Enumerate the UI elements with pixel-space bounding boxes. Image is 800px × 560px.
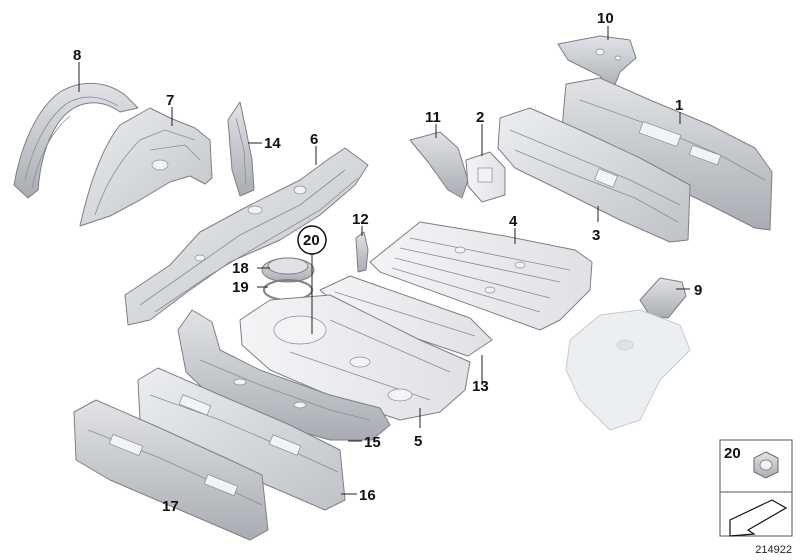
part-18-cap [261, 257, 315, 283]
callout-6: 6 [310, 131, 318, 148]
callout-7: 7 [166, 92, 174, 109]
part-16-cross-member [137, 367, 346, 511]
callout-10: 10 [597, 10, 614, 27]
callout-3: 3 [592, 227, 600, 244]
part-4-floor-panel [369, 221, 593, 331]
callout-14: 14 [264, 135, 281, 152]
part-9-bracket [639, 277, 687, 319]
part-11-corner-piece [409, 131, 469, 199]
callout-12: 12 [352, 211, 369, 228]
callout-13: 13 [472, 378, 489, 395]
hex-nut-icon [753, 451, 779, 479]
part-6-longitudinal-member [124, 147, 369, 326]
part-7-side-panel [79, 107, 213, 227]
callout-15: 15 [364, 434, 381, 451]
part-8-wheel-arch [13, 82, 139, 199]
callout-8: 8 [73, 47, 81, 64]
callout-16: 16 [359, 487, 376, 504]
callout-9: 9 [694, 282, 702, 299]
part-10-bracket [557, 35, 637, 93]
callout-20: 20 [303, 232, 320, 249]
legend-box: 20 [719, 439, 793, 537]
arrow-icon [729, 499, 788, 537]
callout-19: 19 [232, 279, 249, 296]
part-5-center-floor [239, 294, 471, 421]
leader-lines [78, 26, 690, 495]
part-2-plate [465, 151, 506, 203]
part-12-clip [355, 231, 369, 273]
diagram-id: 214922 [755, 544, 792, 556]
callout-1: 1 [675, 97, 683, 114]
callout-20-circle [297, 225, 327, 255]
part-17-lower-cross-member [73, 399, 269, 541]
callout-17: 17 [162, 498, 179, 515]
callout-11: 11 [425, 109, 441, 126]
callout-4: 4 [509, 213, 518, 230]
callout-18: 18 [232, 260, 249, 277]
part-3-rear-cross-member [497, 107, 691, 243]
callout-5: 5 [414, 433, 422, 450]
part-14-bracket [227, 101, 255, 197]
rear-side-panel [565, 309, 691, 431]
legend-item-label: 20 [724, 445, 741, 462]
callout-2: 2 [476, 109, 484, 126]
